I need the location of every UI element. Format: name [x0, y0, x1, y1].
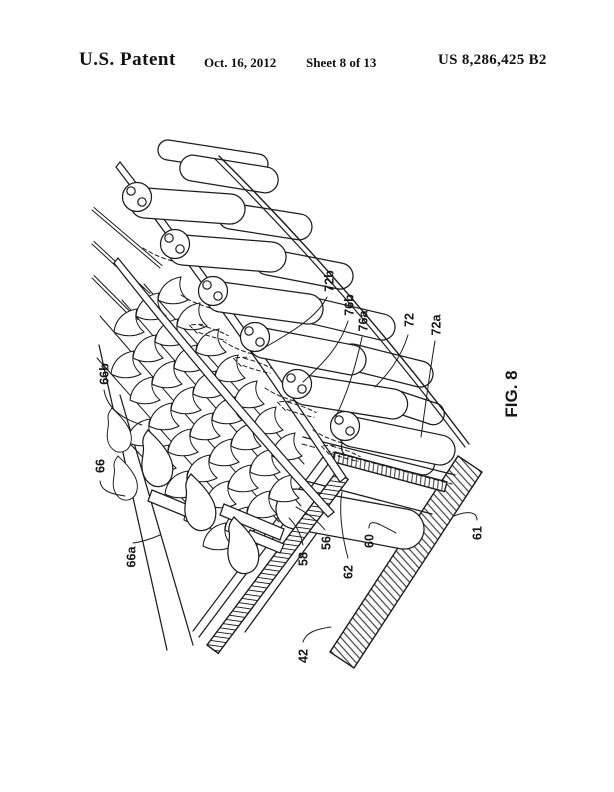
ref-label-62: 62 — [341, 565, 355, 579]
bottom-structure — [98, 344, 483, 669]
leader-line-72a — [420, 340, 436, 438]
ref-label-60: 60 — [362, 534, 376, 548]
ref-label-76b: 76b — [342, 294, 356, 316]
ref-label-72b: 72b — [322, 270, 336, 292]
leader-line-56 — [295, 506, 326, 531]
leader-line-61 — [453, 512, 478, 521]
leader-line-72 — [374, 334, 409, 388]
ref-label-72: 72 — [402, 313, 416, 327]
ref-label-61: 61 — [470, 526, 484, 540]
ref-label-66: 66 — [93, 459, 107, 473]
flow-arrows — [188, 323, 361, 462]
leader-line-60 — [368, 522, 397, 534]
patent-header-sheet: Sheet 8 of 13 — [306, 55, 377, 70]
teardrop-pins — [106, 407, 285, 575]
ref-label-66a: 66a — [124, 546, 138, 568]
tube-array — [121, 139, 456, 466]
outer-casing-arc — [214, 155, 470, 448]
leader-line-58 — [288, 517, 304, 546]
patent-header-number: US 8,286,425 B2 — [438, 52, 547, 68]
leader-line-76b — [302, 320, 349, 383]
ref-label-56: 56 — [319, 536, 333, 550]
leader-line-62 — [340, 491, 349, 559]
leader-line-76a — [335, 336, 363, 417]
leader-line-66 — [99, 480, 126, 497]
leader-line-66b — [103, 389, 143, 426]
leader-line-66a — [132, 534, 161, 544]
ref-label-72a: 72a — [429, 314, 443, 336]
ref-label-58: 58 — [296, 552, 310, 566]
patent-header-date: Oct. 16, 2012 — [204, 55, 277, 70]
fig-caption: FIG. 8 — [502, 370, 521, 417]
ref-label-66b: 66b — [97, 363, 111, 385]
leader-line-72b — [261, 296, 328, 350]
ref-label-42: 42 — [296, 649, 310, 663]
ref-label-76a: 76a — [356, 310, 370, 332]
patent-header-title: U.S. Patent — [79, 49, 176, 70]
leader-line-42 — [302, 626, 332, 643]
